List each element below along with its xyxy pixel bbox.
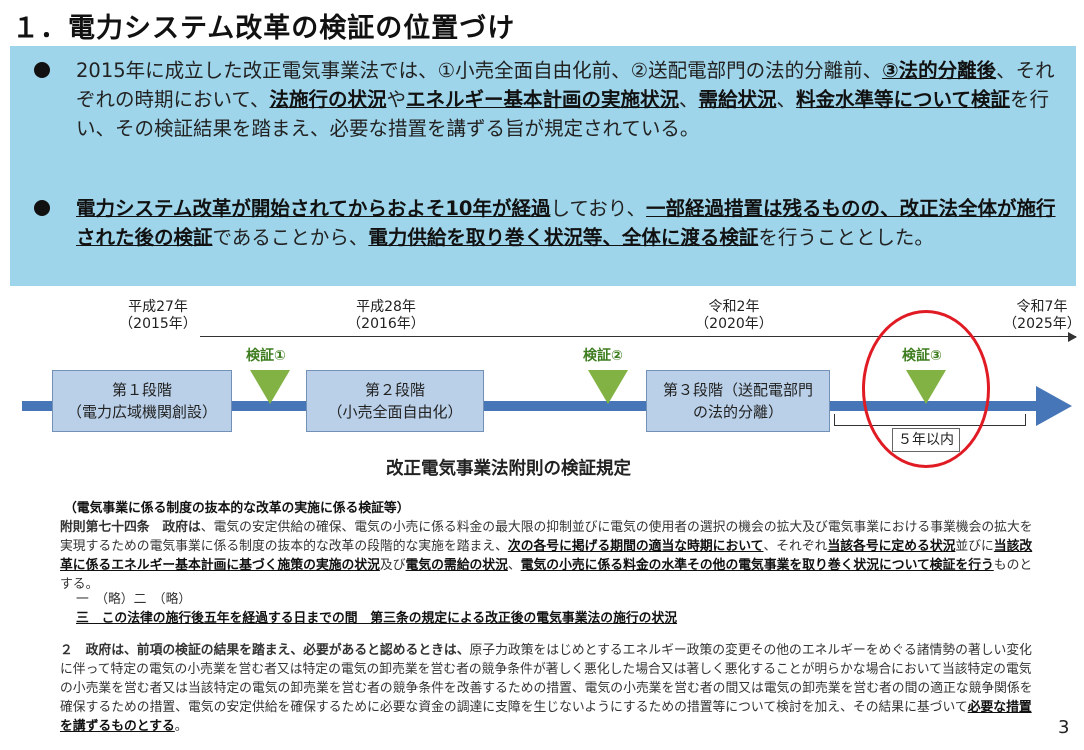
bullet-dot-icon: [34, 200, 50, 216]
rule-body-segment: 当該各号に定める状況: [827, 539, 956, 554]
rule-paragraph-2: ２ 政府は、前項の検証の結果を踏まえ、必要があると認めるときは、原子力政策をはじ…: [60, 641, 1036, 736]
page-number: 3: [1058, 717, 1070, 738]
bullet-dot-icon: [34, 62, 50, 78]
rule-body-segment: 次の各号に掲げる期間の適当な時期において: [507, 539, 764, 554]
verification-1-label: 検証①: [246, 348, 286, 364]
date-year: （2025年）: [1003, 316, 1081, 332]
page-title: １．電力システム改革の検証の位置づけ: [12, 13, 516, 44]
bullet-1-segment: 需給状況: [698, 88, 777, 111]
summary-bullet-2: 電力システム改革が開始されてからおよそ10年が経過しており、一部経過措置は残るも…: [34, 194, 1056, 252]
rule-body-segment: 、電気の安定供給の確保、電気の小売に係る料金の最大限の抑制並びに電気の使用者の選…: [60, 520, 1033, 554]
bullet-1-segment: を行い、その検証結果を踏まえ、必要な措置を講ずる旨が規定されている。: [76, 88, 1049, 140]
verification-2-triangle-icon: [588, 370, 628, 404]
rule-heading: （電気事業に係る制度の抜本的な改革の実施に係る検証等）: [64, 501, 410, 516]
rule-body-segment: 及び: [379, 558, 406, 573]
timeline-axis-arrow-icon: [1068, 332, 1077, 342]
bullet-1-segment: 2015年に成立した改正電気事業法では、①小売全面自由化前、②送配電部門の法的分…: [76, 59, 883, 82]
stage-subtitle: の法的分離）: [692, 403, 783, 421]
stage-title: 第２段階: [364, 381, 425, 399]
rule-article-74: 附則第七十四条 政府は、電気の安定供給の確保、電気の小売に係る料金の最大限の抑制…: [60, 518, 1036, 594]
bullet-2-segment: 電力システム改革が開始されてからおよそ10年が経過: [76, 197, 551, 220]
rule-para2-segment: 原子力政策をはじめとするエネルギー政策の変更その他のエネルギーをめぐる諸情勢の著…: [60, 643, 1033, 715]
bullet-2-segment: であることから、: [212, 226, 369, 249]
date-era: 令和2年: [708, 299, 760, 315]
summary-box: 2015年に成立した改正電気事業法では、①小売全面自由化前、②送配電部門の法的分…: [10, 46, 1076, 286]
bullet-1-segment: 、それぞれの時期において、: [76, 59, 1055, 111]
date-year: （2020年）: [695, 316, 773, 332]
bullet-1-segment: 、: [776, 88, 797, 111]
summary-bullet-1: 2015年に成立した改正電気事業法では、①小売全面自由化前、②送配電部門の法的分…: [34, 56, 1056, 143]
bullet-2-segment: しており、: [550, 197, 647, 220]
bullet-1-segment: 料金水準等について検証: [796, 88, 1010, 111]
verification-1-triangle-icon: [250, 370, 290, 404]
timeline-axis: [200, 336, 1076, 337]
bullet-2-segment: を行うこととした。: [758, 226, 934, 249]
rule-body-segment: 電気の小売に係る料金の水準その他の電気事業を取り巻く状況について検証を行う: [520, 558, 994, 573]
summary-bullet-1-text: 2015年に成立した改正電気事業法では、①小売全面自由化前、②送配電部門の法的分…: [76, 56, 1056, 143]
rule-body-segment: 、: [507, 558, 521, 573]
date-era: 平成28年: [356, 299, 416, 315]
rule-items-1-2: 一 （略）二 （略）: [76, 592, 192, 607]
stage-subtitle: （電力広域機関創設）: [66, 403, 217, 421]
bullet-1-segment: や: [386, 88, 406, 111]
rule-item-3: 三 この法律の施行後五年を経過する日までの間 第三条の規定による改正後の電気事業…: [76, 609, 1052, 628]
rule-body-segment: 並びに: [955, 539, 994, 554]
bullet-1-segment: 法施行の状況: [269, 88, 387, 111]
date-era: 令和7年: [1016, 299, 1068, 315]
rule-para2-segment: 必要な措置を講ずるものとする: [60, 700, 1032, 734]
date-year: （2016年）: [347, 316, 425, 332]
rule-body-segment: 附則第七十四条 政府は: [60, 520, 201, 535]
rule-body-segment: 電気の需給の状況: [405, 558, 508, 573]
main-progress-arrow: [22, 401, 1042, 411]
bullet-2-segment: 電力供給を取り巻く状況等、全体に渡る検証: [368, 226, 759, 249]
stage-1-box: 第１段階 （電力広域機関創設）: [52, 370, 232, 432]
timeline-date-2025: 令和7年 （2025年）: [1002, 299, 1082, 333]
stage-subtitle: （小売全面自由化）: [327, 403, 463, 421]
stage-3-box: 第３段階（送配電部門の法的分離）: [646, 370, 830, 432]
rule-para2-segment: 。: [174, 719, 188, 734]
stage-title: 第３段階（送配電部門: [662, 381, 813, 399]
bullet-2-segment: 一部経過措置は残るものの、改正法全体が施行された後の検証: [76, 197, 1056, 249]
timeline-date-2015: 平成27年 （2015年）: [110, 299, 206, 333]
bullet-1-segment: 、: [679, 88, 699, 111]
date-era: 平成27年: [128, 299, 188, 315]
rule-body-segment: ものとする。: [60, 558, 1033, 592]
main-arrow-head-icon: [1036, 386, 1072, 426]
verification-2-label: 検証②: [583, 348, 623, 364]
timeline-date-2020: 令和2年 （2020年）: [686, 299, 782, 333]
summary-bullet-2-text: 電力システム改革が開始されてからおよそ10年が経過しており、一部経過措置は残るも…: [76, 194, 1056, 252]
stage-title: 第１段階: [111, 381, 172, 399]
section-subtitle: 改正電気事業法附則の検証規定: [386, 459, 631, 479]
highlight-circle: [862, 310, 990, 468]
bullet-1-segment: エネルギー基本計画の実施状況: [405, 88, 679, 111]
bullet-1-segment: ③法的分離後: [882, 59, 997, 82]
rule-body-segment: 当該改革に係るエネルギー基本計画に基づく施策の実施の状況: [60, 539, 1033, 573]
rule-para2-segment: ２ 政府は、前項の検証の結果を踏まえ、必要があると認めるときは、: [60, 643, 470, 658]
stage-2-box: 第２段階 （小売全面自由化）: [306, 370, 484, 432]
rule-body-segment: 、それぞれ: [763, 539, 828, 554]
rule-item-3-text: 三 この法律の施行後五年を経過する日までの間 第三条の規定による改正後の電気事業…: [76, 611, 678, 626]
timeline-date-2016: 平成28年 （2016年）: [338, 299, 434, 333]
date-year: （2015年）: [119, 316, 197, 332]
